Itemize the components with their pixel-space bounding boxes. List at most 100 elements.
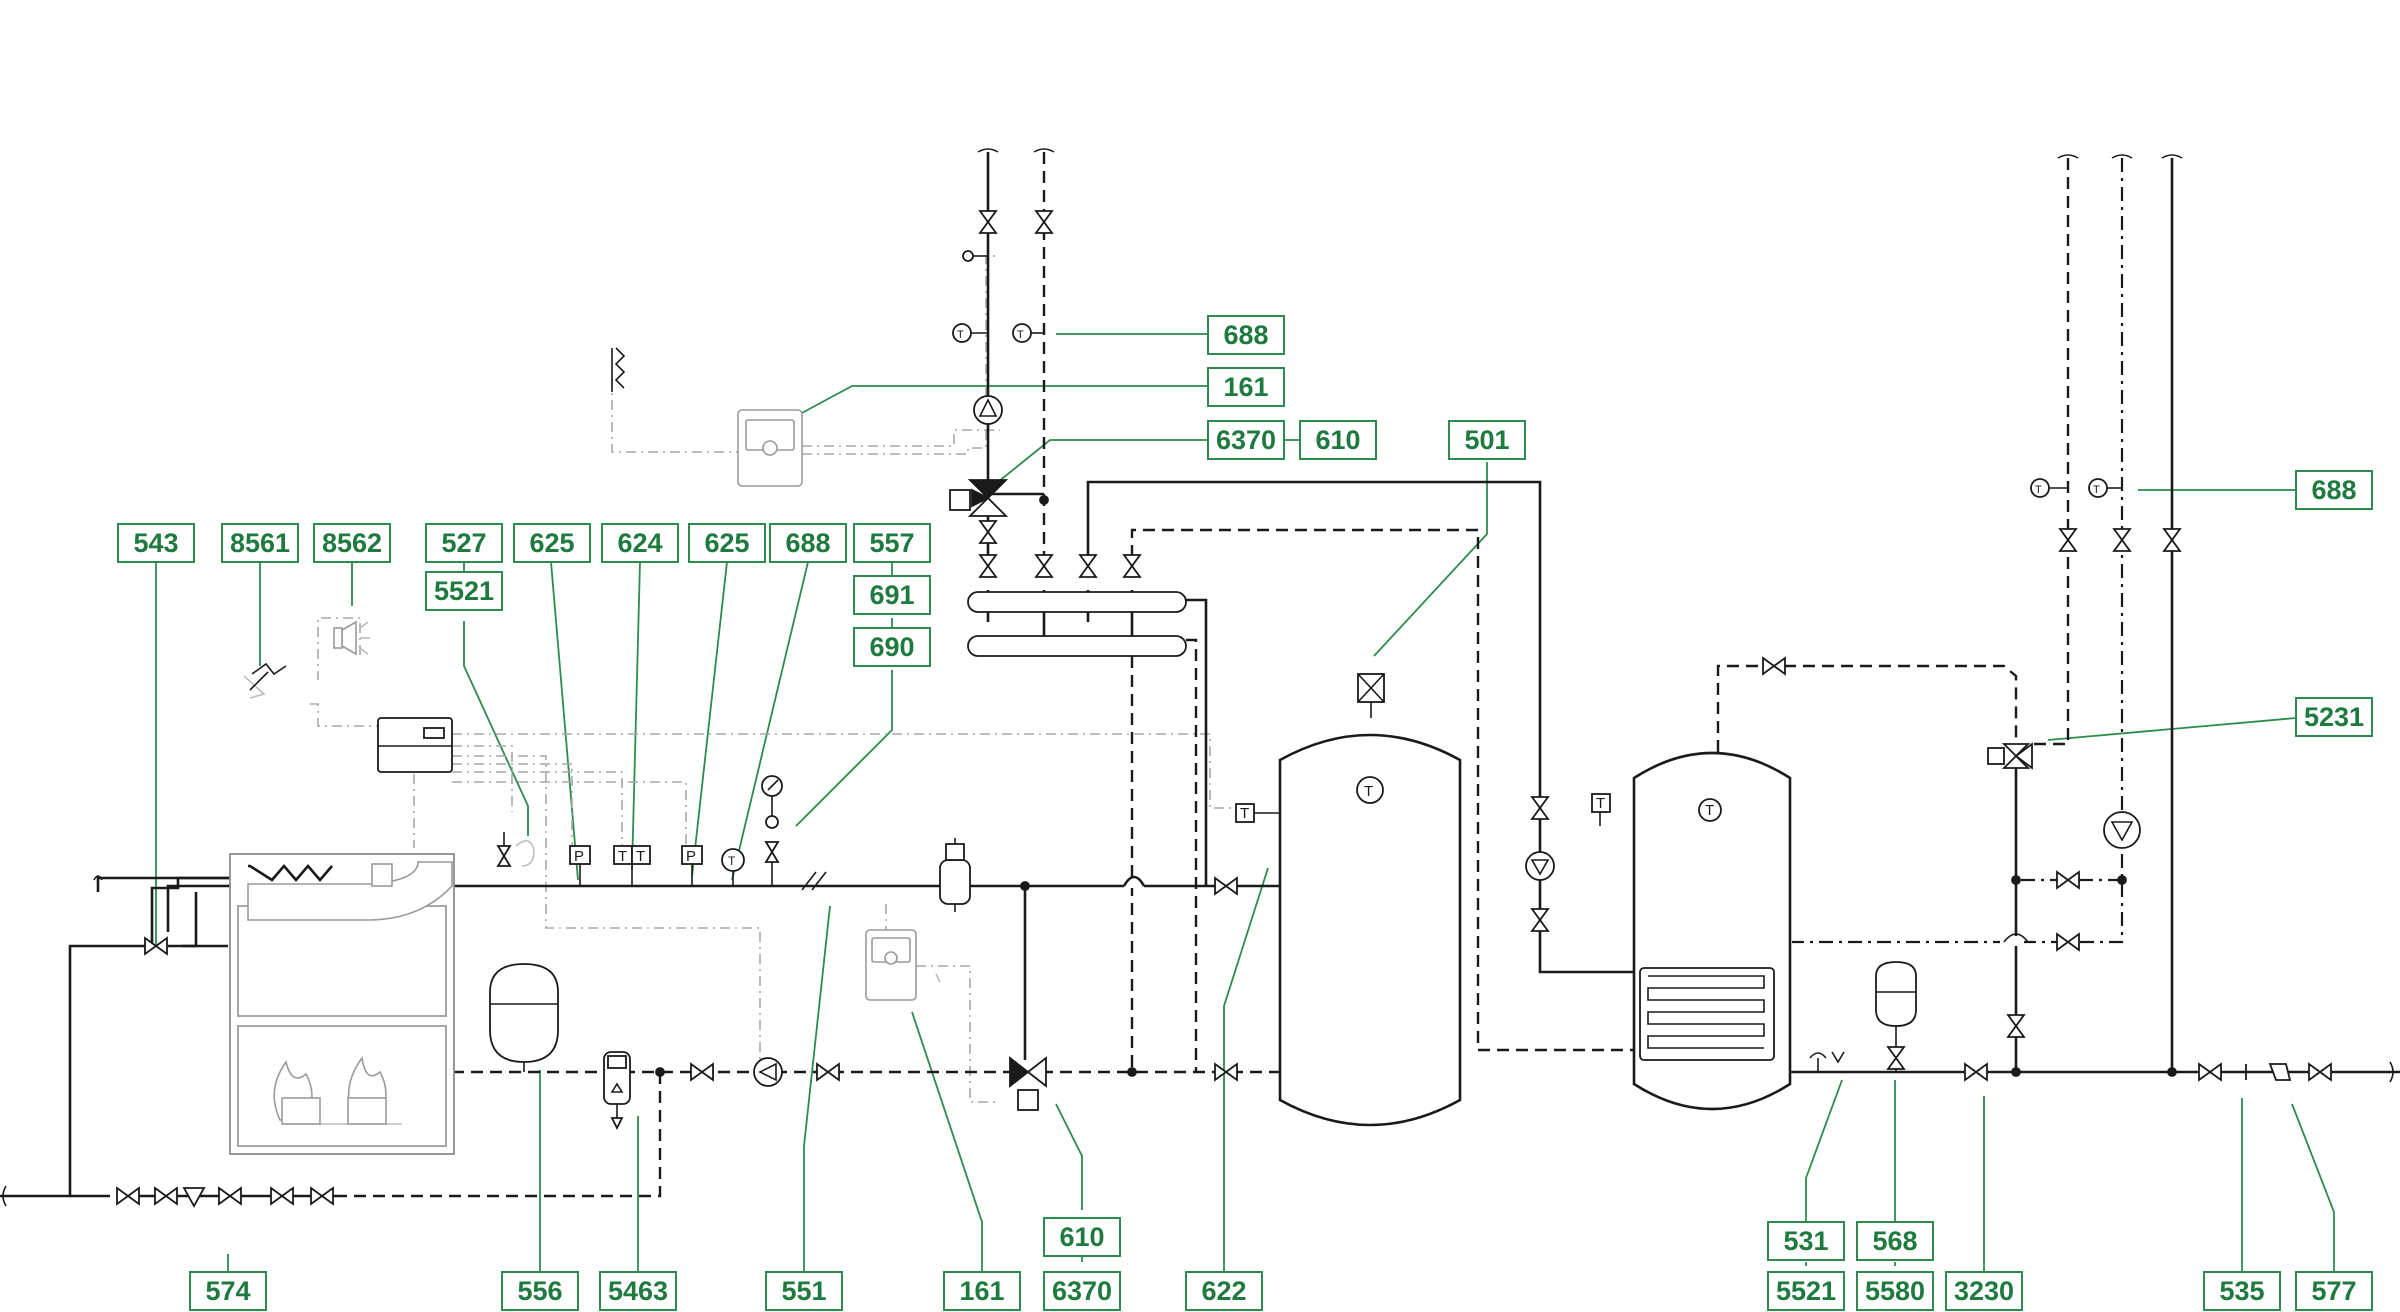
svg-text:688: 688 [1223, 320, 1268, 350]
tag-624: 624 [601, 523, 679, 563]
svg-text:610: 610 [1315, 425, 1360, 455]
svg-text:688: 688 [785, 528, 830, 558]
svg-text:5521: 5521 [1776, 1276, 1836, 1306]
valve-icon [1964, 1062, 1988, 1082]
svg-text:161: 161 [1223, 372, 1268, 402]
svg-text:577: 577 [2311, 1276, 2356, 1306]
valve-icon [1034, 554, 1054, 578]
tag-622: 622 [1185, 1271, 1263, 1311]
tag-688-left: 688 [769, 523, 847, 563]
tag-5521-bottom: 5521 [1767, 1271, 1845, 1311]
svg-text:T: T [1596, 795, 1605, 812]
valve-icon [978, 210, 998, 234]
fitting-icon [2240, 1064, 2254, 1080]
valve-icon [1214, 1062, 1238, 1082]
svg-text:T: T [636, 848, 645, 865]
svg-text:568: 568 [1872, 1226, 1917, 1256]
valve-icon [2308, 1062, 2332, 1082]
distributor-header-top [967, 591, 1187, 613]
svg-text:531: 531 [1783, 1226, 1828, 1256]
pumps [753, 395, 2141, 1087]
valve-icon [1530, 796, 1550, 820]
tag-574: 574 [189, 1271, 267, 1311]
svg-text:691: 691 [869, 580, 914, 610]
boiler [229, 853, 455, 1155]
svg-text:T: T [1017, 329, 1024, 341]
valve-icon [270, 1186, 294, 1206]
svg-text:501: 501 [1464, 425, 1509, 455]
svg-text:P: P [574, 848, 584, 865]
svg-text:T: T [957, 329, 964, 341]
tag-535: 535 [2203, 1271, 2281, 1311]
svg-text:6370: 6370 [1052, 1276, 1112, 1306]
tag-161-top: 161 [1207, 367, 1285, 407]
valve-icon [816, 1062, 840, 1082]
svg-text:610: 610 [1059, 1222, 1104, 1252]
tag-551: 551 [765, 1271, 843, 1311]
svg-text:625: 625 [704, 528, 749, 558]
svg-text:T: T [1705, 802, 1714, 819]
tag-8561: 8561 [221, 523, 299, 563]
valve-icon [1034, 210, 1054, 234]
valve-icon [2162, 528, 2182, 552]
fitting-icon [2268, 1063, 2292, 1081]
tag-5521-top: 5521 [425, 571, 503, 611]
svg-text:557: 557 [869, 528, 914, 558]
fitting-icon [182, 1187, 206, 1208]
svg-text:8562: 8562 [322, 528, 382, 558]
valve-icon [1214, 876, 1238, 896]
svg-text:T: T [618, 848, 627, 865]
svg-text:688: 688 [2311, 475, 2356, 505]
tag-6370-top: 6370 [1207, 420, 1285, 460]
valve-icon [2056, 870, 2080, 890]
tag-577: 577 [2295, 1271, 2373, 1311]
svg-text:622: 622 [1201, 1276, 1246, 1306]
tag-625-right: 625 [688, 523, 766, 563]
tag-501: 501 [1448, 420, 1526, 460]
svg-text:5521: 5521 [434, 576, 494, 606]
svg-text:T: T [2093, 484, 2100, 496]
tag-688-right: 688 [2295, 470, 2373, 510]
boiler-controller [377, 717, 453, 773]
valves [116, 210, 2332, 1208]
tag-5231: 5231 [2295, 697, 2373, 737]
valve-icon [154, 1186, 178, 1206]
valve-icon [2198, 1062, 2222, 1082]
label-tags: 543 8561 8562 527 5521 625 624 625 688 5… [117, 315, 2373, 1311]
leader-lines [155, 333, 2335, 1276]
tag-568: 568 [1856, 1221, 1934, 1261]
svg-text:5231: 5231 [2304, 702, 2364, 732]
valve-icon [116, 1186, 140, 1206]
svg-text:5463: 5463 [608, 1276, 668, 1306]
valve-icon [1122, 554, 1142, 578]
svg-text:574: 574 [205, 1276, 250, 1306]
svg-text:8561: 8561 [230, 528, 290, 558]
tag-556: 556 [501, 1271, 579, 1311]
tag-5580: 5580 [1856, 1271, 1934, 1311]
tag-8562: 8562 [313, 523, 391, 563]
valve-icon [144, 936, 168, 956]
tag-691: 691 [853, 575, 931, 615]
equipment: T T [229, 250, 2177, 1155]
svg-text:T: T [2035, 484, 2042, 496]
tag-161-bottom: 161 [943, 1271, 1021, 1311]
valve-icon [2006, 1014, 2026, 1038]
tag-531: 531 [1767, 1221, 1845, 1261]
valve-icon [310, 1186, 334, 1206]
tag-690: 690 [853, 627, 931, 667]
svg-text:535: 535 [2219, 1276, 2264, 1306]
svg-text:5580: 5580 [1865, 1276, 1925, 1306]
pipe-ends [2, 148, 2394, 1207]
buffer-tank [1278, 733, 1462, 1127]
svg-text:T: T [1364, 783, 1373, 800]
svg-text:551: 551 [781, 1276, 826, 1306]
tag-610-bottom: 610 [1043, 1217, 1121, 1257]
svg-text:161: 161 [959, 1276, 1004, 1306]
svg-text:543: 543 [133, 528, 178, 558]
svg-text:P: P [686, 848, 696, 865]
valve-icon [1886, 1046, 1906, 1070]
distributor-header-bottom [967, 635, 1187, 657]
tag-610-top: 610 [1299, 420, 1377, 460]
valve-icon [978, 554, 998, 578]
valve-icon [2058, 528, 2078, 552]
